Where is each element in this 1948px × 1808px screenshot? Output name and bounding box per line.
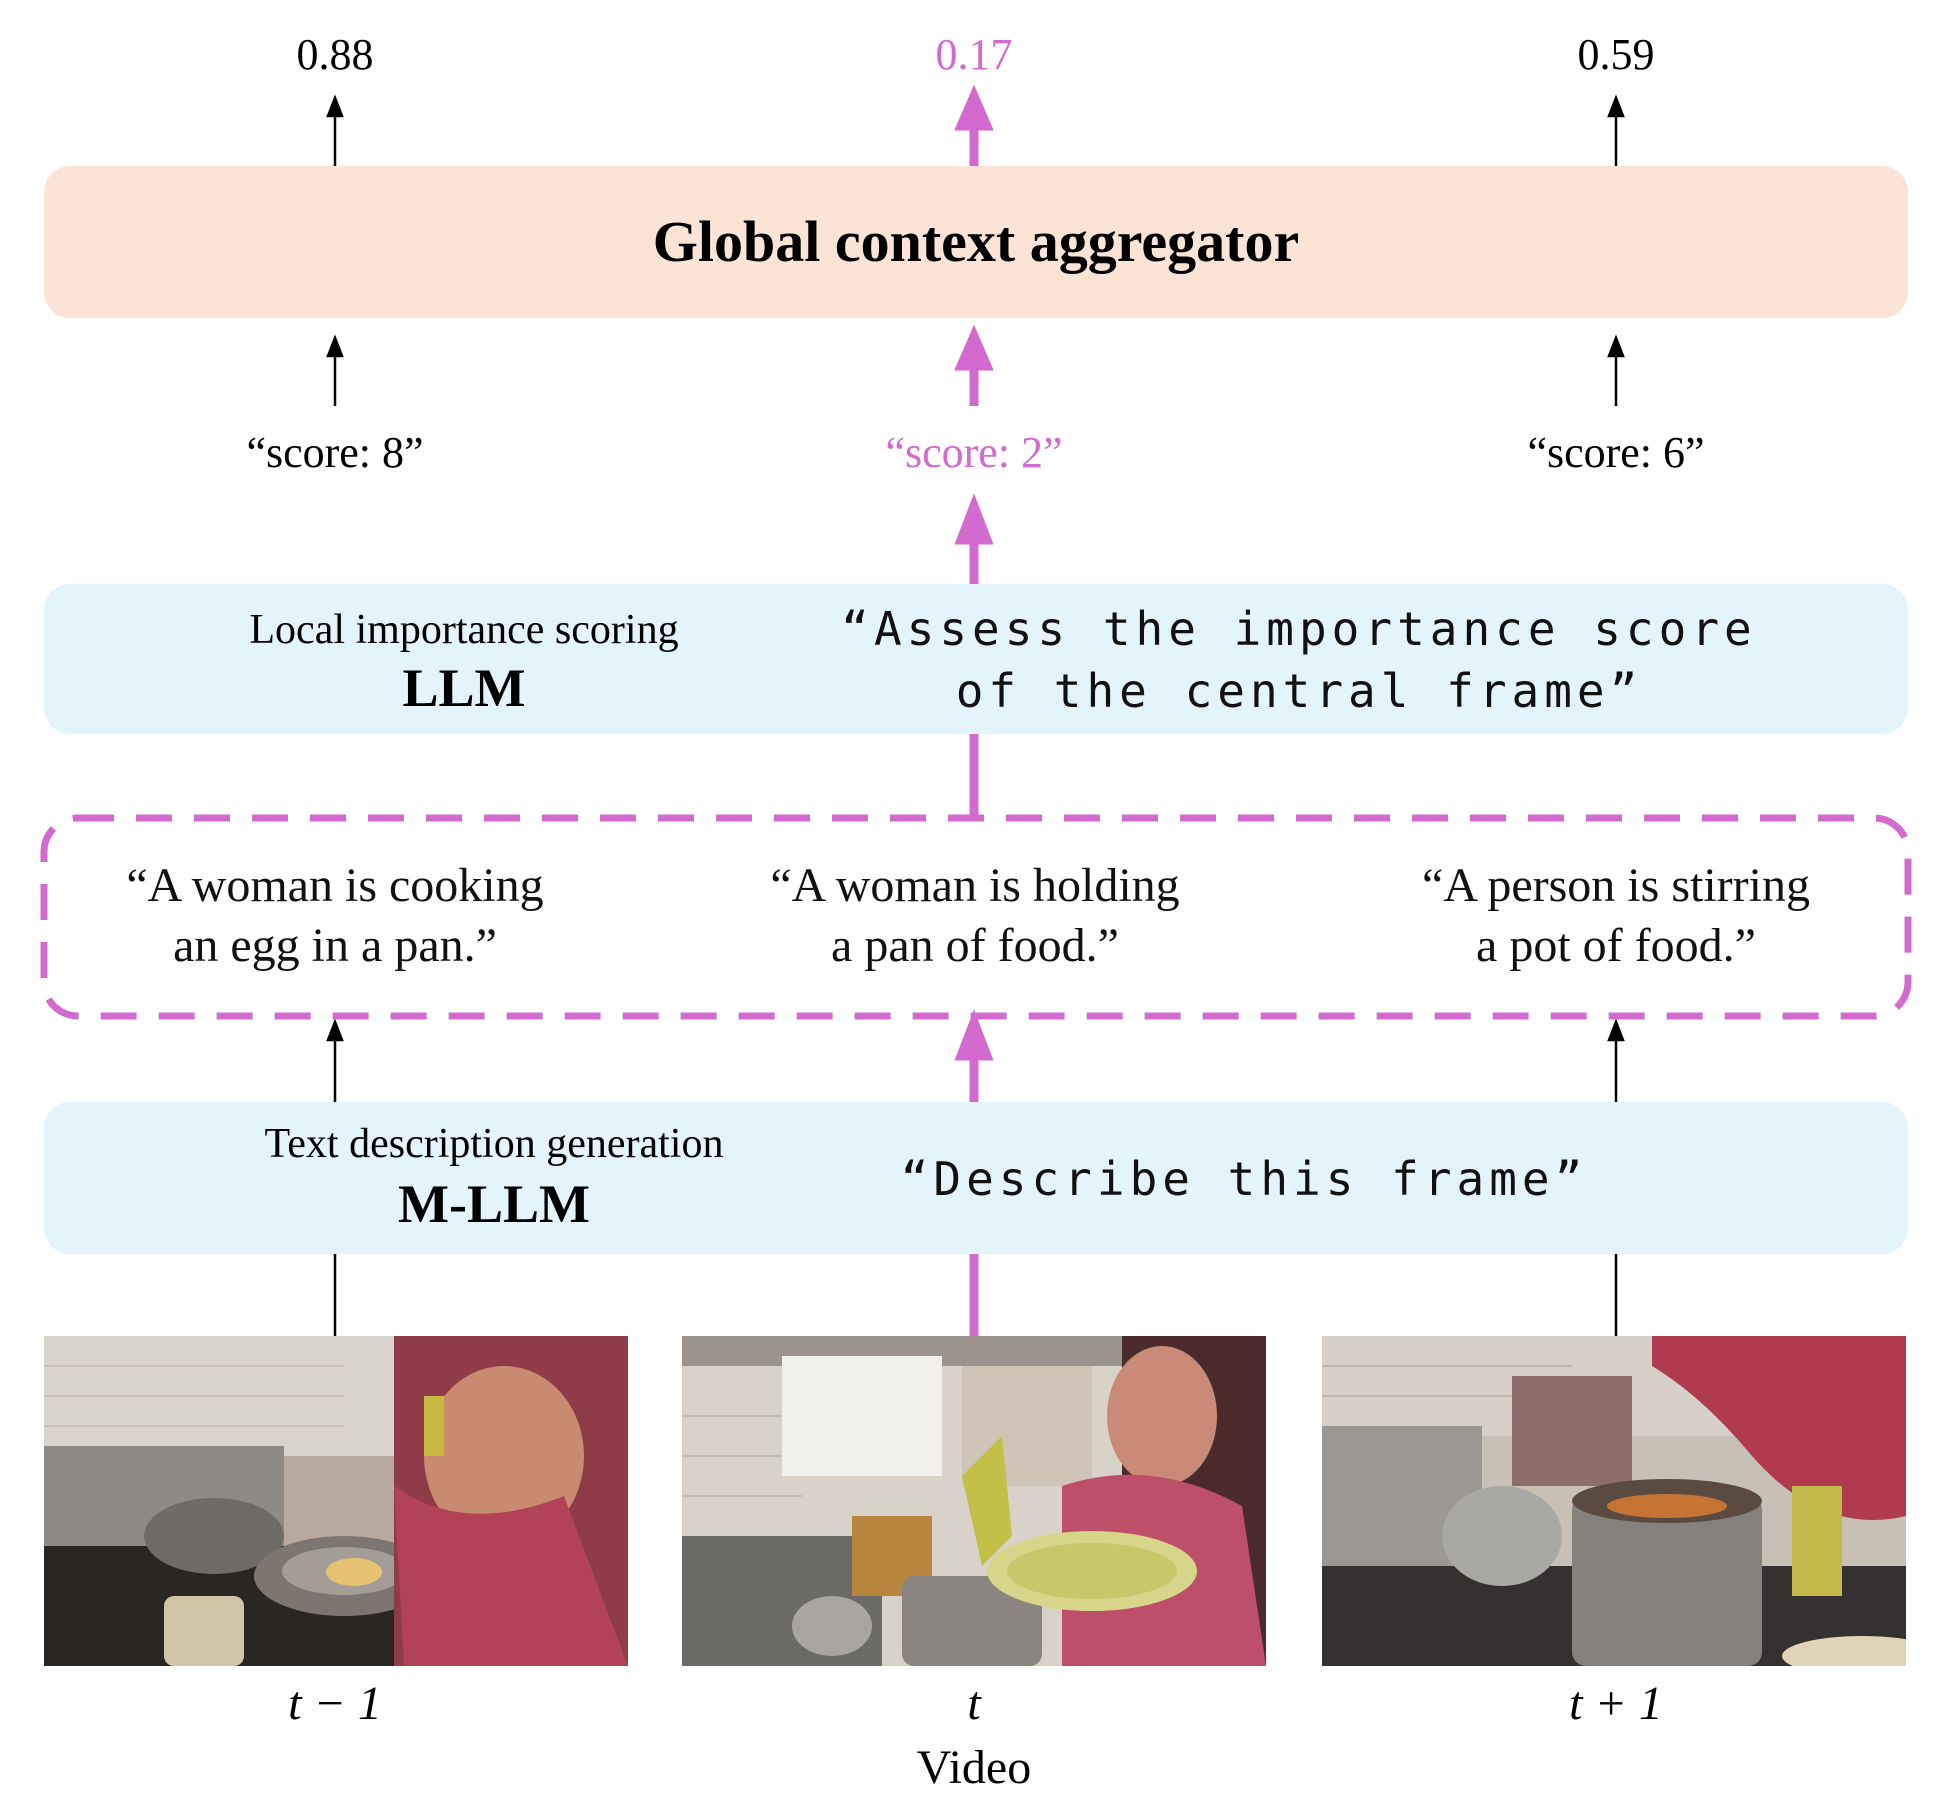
description-prev-line2: an egg in a pan.” bbox=[173, 919, 497, 972]
description-prev-line1: “A woman is cooking bbox=[126, 859, 544, 912]
right-column-arrows bbox=[1607, 94, 1625, 1336]
description-center-line2: a pan of food.” bbox=[831, 919, 1119, 972]
mllm-name: M-LLM bbox=[398, 1174, 590, 1234]
description-center-line1: “A woman is holding bbox=[770, 859, 1180, 912]
left-column-arrows bbox=[326, 94, 344, 1336]
mllm-box: Text description generation M-LLM “Descr… bbox=[44, 1102, 1908, 1254]
llm-score-center: “score: 2” bbox=[885, 428, 1063, 477]
llm-name: LLM bbox=[402, 658, 526, 718]
center-column-arrows bbox=[954, 84, 994, 1336]
llm-score-prev: “score: 8” bbox=[246, 428, 424, 477]
frame-center-image bbox=[682, 1336, 1266, 1666]
output-score-next: 0.59 bbox=[1577, 30, 1655, 79]
aggregator-title: Global context aggregator bbox=[652, 209, 1300, 274]
llm-subtitle: Local importance scoring bbox=[249, 607, 679, 653]
output-score-prev: 0.88 bbox=[296, 30, 374, 79]
video-label: Video bbox=[916, 1741, 1032, 1794]
frame-prev-image bbox=[44, 1336, 628, 1666]
mllm-prompt: “Describe this frame” bbox=[900, 1152, 1588, 1206]
description-center: “A woman is holding a pan of food.” bbox=[700, 856, 1250, 976]
frame-center-label: t bbox=[967, 1677, 981, 1730]
global-context-aggregator-box: Global context aggregator bbox=[44, 166, 1908, 318]
llm-prompt-line2: of the central frame” bbox=[955, 664, 1643, 718]
frame-next-image bbox=[1322, 1336, 1906, 1666]
llm-box: Local importance scoring LLM “Assess the… bbox=[44, 584, 1908, 734]
description-next-line1: “A person is stirring bbox=[1422, 859, 1810, 912]
frame-prev-label: t − 1 bbox=[288, 1677, 382, 1730]
description-prev: “A woman is cooking an egg in a pan.” bbox=[60, 856, 610, 976]
description-next-line2: a pot of food.” bbox=[1476, 919, 1756, 972]
llm-prompt-line1: “Assess the importance score bbox=[841, 602, 1757, 656]
frame-next-label: t + 1 bbox=[1569, 1677, 1663, 1730]
description-next: “A person is stirring a pot of food.” bbox=[1340, 856, 1892, 976]
output-score-center: 0.17 bbox=[935, 30, 1013, 79]
descriptions-dashed-box bbox=[40, 814, 1912, 1020]
llm-score-next: “score: 6” bbox=[1527, 428, 1705, 477]
mllm-subtitle: Text description generation bbox=[264, 1121, 724, 1167]
